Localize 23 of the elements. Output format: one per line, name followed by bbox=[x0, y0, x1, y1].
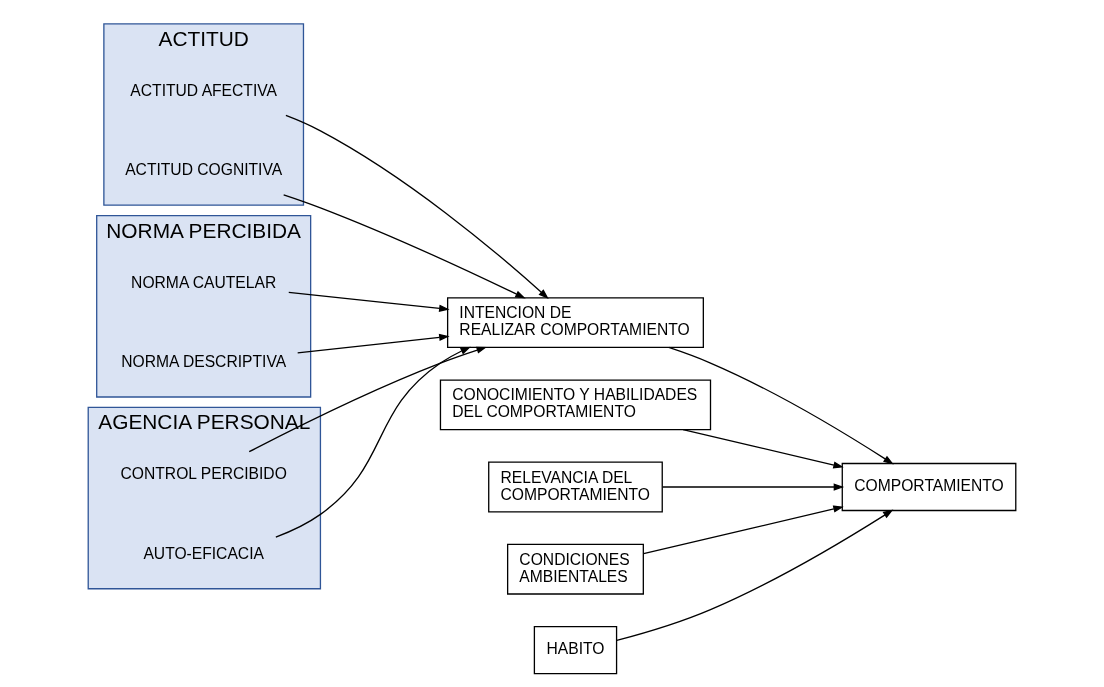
node-text: ACTITUD COGNITIVA bbox=[125, 161, 283, 179]
arrow bbox=[616, 509, 894, 642]
arrow bbox=[668, 346, 894, 465]
node-box: COMPORTAMIENTO bbox=[841, 462, 1017, 512]
node-box: RELEVANCIA DEL COMPORTAMIENTO bbox=[488, 461, 663, 513]
node-box: CONDICIONES AMBIENTALES bbox=[507, 543, 644, 595]
arrow bbox=[248, 346, 487, 453]
arrow bbox=[642, 505, 844, 555]
arrow bbox=[283, 194, 526, 299]
node-text: NORMA CAUTELAR bbox=[131, 273, 277, 291]
arrow bbox=[682, 429, 844, 469]
node-text: CONTROL PERCIBIDO bbox=[120, 465, 287, 483]
arrow bbox=[288, 291, 450, 312]
node-box: CONOCIMIENTO Y HABILIDADES DEL COMPORTAMIENTO bbox=[439, 379, 712, 431]
node-box: HABITO bbox=[533, 625, 618, 675]
node-text: NORMA DESCRIPTIVA bbox=[121, 353, 287, 371]
node-text: AUTO-EFICACIA bbox=[143, 544, 264, 562]
arrow bbox=[275, 346, 471, 538]
arrow bbox=[297, 333, 450, 354]
node-box: INTENCION DE REALIZAR COMPORTAMIENTO bbox=[447, 297, 704, 349]
node-text: ACTITUD AFECTIVA bbox=[130, 81, 277, 99]
arrow bbox=[285, 114, 549, 299]
arrow bbox=[662, 483, 845, 491]
